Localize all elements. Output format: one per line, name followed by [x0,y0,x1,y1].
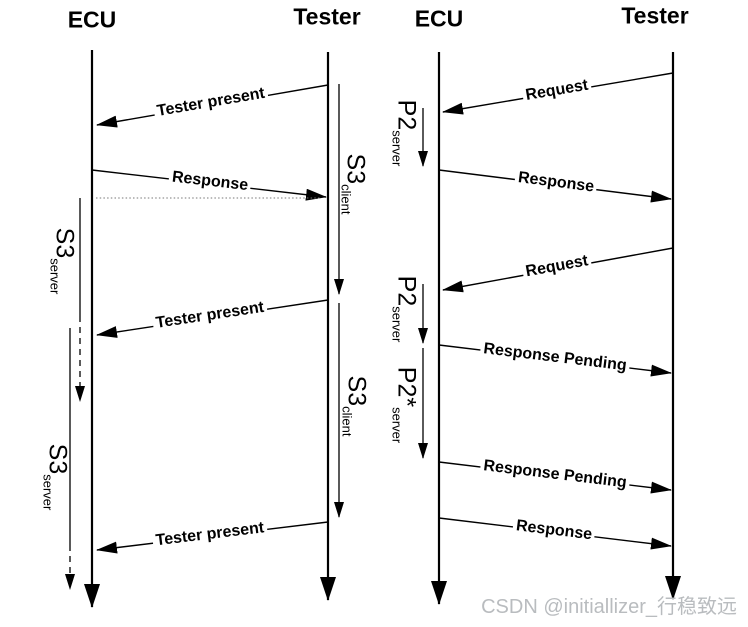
csdn-watermark: CSDN @initiallizer_行稳致远 [481,596,737,618]
left-ecu-header: ECU [67,6,117,33]
right-timer-label-p2star-server: P2*server [390,366,421,443]
timer-base: P2 [392,275,421,307]
right-timer-label-p2server-1: P2server [390,99,421,167]
timer-sub: server [389,306,405,343]
left-timer-label-s3client-2: S3client [340,375,371,437]
timer-base: S3 [342,375,371,407]
left-timer-label-s3client-1: S3client [339,153,370,215]
left-timer-label-s3server-1: S3server [48,227,79,295]
timer-sub: server [389,130,405,167]
timer-base: S3 [341,153,370,185]
timer-sub: client [339,406,355,437]
timer-base: P2 [392,99,421,131]
timer-sub: server [47,258,63,295]
timer-sub: server [40,474,56,511]
timer-base: S3 [50,227,79,259]
timer-sub: client [338,184,354,215]
right-tester-header: Tester [621,2,689,29]
timer-base: P2* [392,366,421,408]
left-diagram-lines [65,50,344,608]
right-ecu-header: ECU [414,5,464,32]
right-timer-label-p2server-2: P2server [390,275,421,343]
left-timer-label-s3server-2: S3server [41,443,72,511]
timer-base: S3 [43,443,72,475]
timer-sub: server [389,407,405,444]
left-tester-header: Tester [293,3,361,30]
